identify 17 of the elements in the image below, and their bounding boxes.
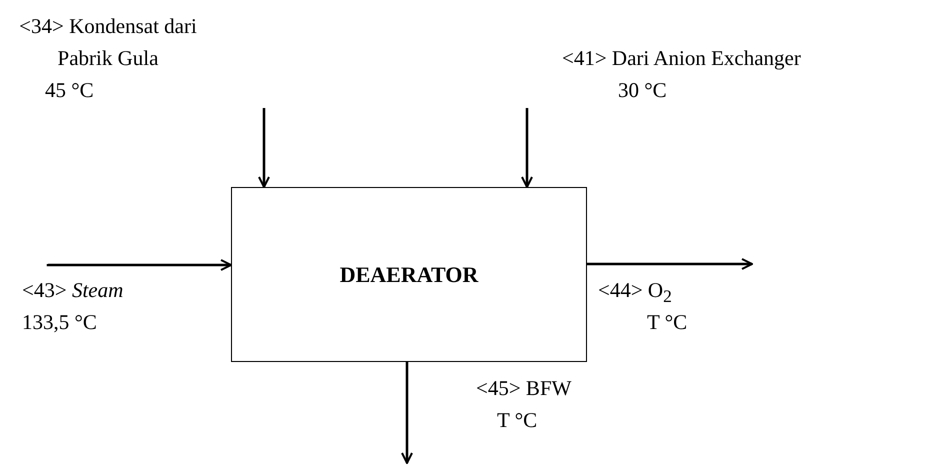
- flow-arrow: [586, 258, 753, 270]
- flow-arrow: [46, 259, 232, 271]
- stream-label: 45 °C: [45, 77, 94, 104]
- stream-label: 30 °C: [618, 77, 667, 104]
- stream-label: <45> BFW: [476, 375, 572, 402]
- stream-label: 133,5 °C: [22, 309, 97, 336]
- stream-label: <41> Dari Anion Exchanger: [562, 45, 801, 72]
- flow-arrow: [401, 362, 413, 464]
- stream-label: <43> Steam: [22, 277, 124, 304]
- stream-label: <34> Kondensat dari Pabrik Gula: [18, 13, 198, 72]
- unit-label: DEAERATOR: [340, 262, 478, 288]
- stream-label: <44> O$_{2}$: [598, 277, 672, 308]
- flow-arrow: [258, 108, 270, 188]
- stream-label: T °C: [497, 407, 538, 434]
- process-box: [231, 187, 587, 362]
- flow-arrow: [521, 108, 533, 188]
- stream-label: T °C: [647, 309, 688, 336]
